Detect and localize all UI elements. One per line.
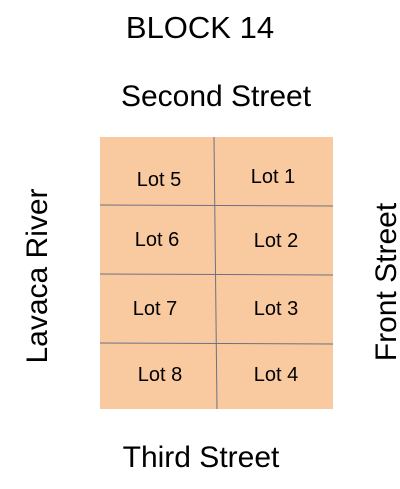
lot-label: Lot 7 [132,298,178,320]
lot-label: Lot 6 [134,229,180,251]
lot-label: Lot 5 [136,169,182,191]
lot-dividers [99,136,334,410]
street-label-bottom: Third Street [122,441,280,474]
horizontal-divider-1 [99,204,334,207]
vertical-divider [213,136,218,410]
horizontal-divider-3 [99,342,334,345]
street-label-top: Second Street [120,80,312,113]
block-parcel: Lot 5 Lot 1 Lot 6 Lot 2 Lot 7 Lot 3 Lot … [99,136,334,410]
block-title: BLOCK 14 [125,10,275,45]
street-label-left: Lavaca River [21,188,54,364]
lot-label: Lot 4 [253,364,299,386]
lot-label: Lot 2 [253,230,299,252]
lot-label: Lot 3 [253,298,299,320]
lot-label: Lot 1 [250,166,296,188]
horizontal-divider-2 [99,273,334,276]
street-label-right: Front Street [370,202,400,362]
lot-label: Lot 8 [137,364,183,386]
